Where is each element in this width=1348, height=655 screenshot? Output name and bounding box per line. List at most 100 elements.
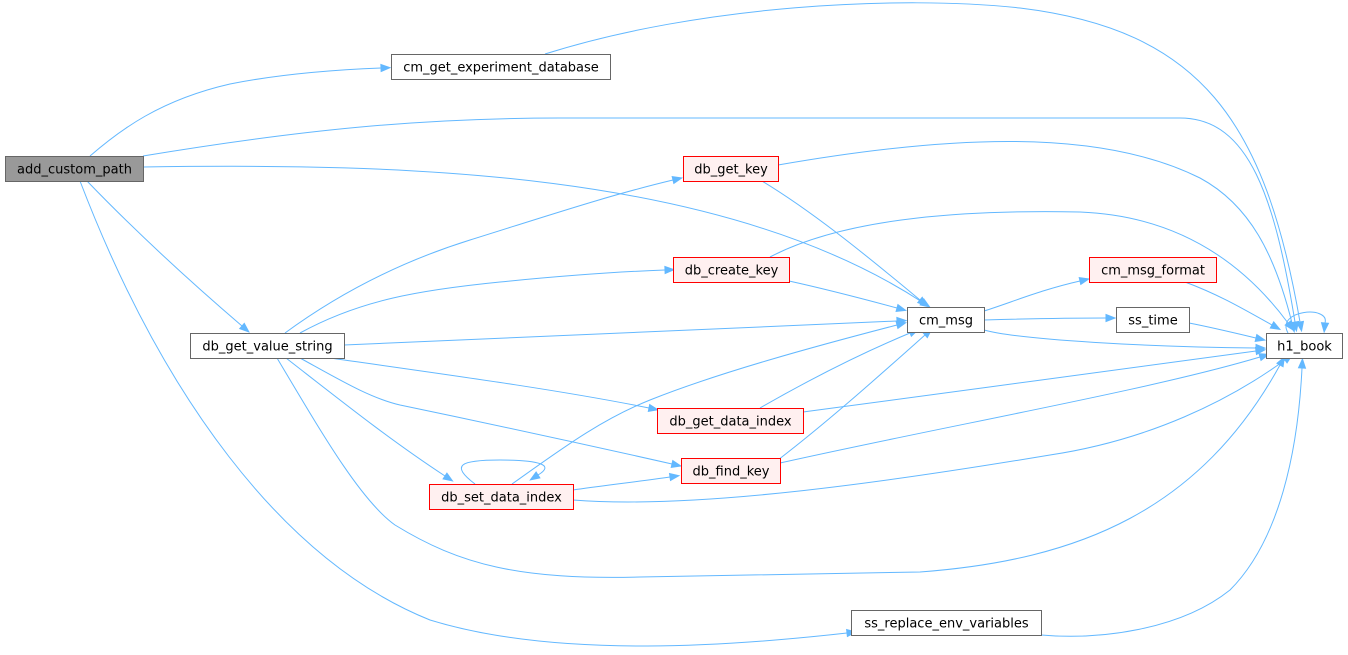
node-label: db_get_key — [694, 163, 768, 178]
node-box — [190, 333, 345, 359]
edge-cm-msg-format-to-h1-book — [1184, 281, 1282, 331]
node-db-get-value-string[interactable]: db_get_value_string — [190, 333, 345, 359]
node-add-custom-path[interactable]: add_custom_path — [5, 156, 144, 182]
node-box — [851, 610, 1042, 636]
edge-line — [779, 356, 1261, 464]
edge-db-get-value-string-to-db-set-data-index — [285, 357, 454, 482]
edge-ss-time-to-h1-book — [1188, 322, 1267, 343]
edge-line — [511, 324, 898, 485]
edge-line — [777, 334, 926, 461]
edge-line — [285, 357, 446, 477]
edge-db-find-key-to-cm-msg — [777, 328, 933, 461]
edge-arrowhead — [1320, 322, 1330, 334]
edge-arrowhead — [670, 459, 683, 469]
edge-add-custom-path-to-cm-get-experiment-database — [89, 63, 392, 157]
edge-arrowhead — [529, 471, 541, 481]
edge-arrowhead — [1254, 346, 1267, 356]
node-label: cm_msg_format — [1101, 264, 1205, 279]
edge-arrowhead — [668, 472, 681, 482]
node-box — [391, 54, 611, 80]
edge-arrowhead — [1297, 357, 1307, 369]
edge-line — [299, 357, 673, 465]
node-box — [429, 484, 574, 510]
edge-arrowhead — [238, 322, 250, 333]
edge-db-get-data-index-to-cm-msg — [759, 328, 920, 409]
edge-db-find-key-to-h1-book — [779, 353, 1270, 464]
edge-db-get-value-string-to-cm-msg — [343, 316, 908, 346]
node-db-find-key[interactable]: db_find_key — [681, 458, 781, 484]
edge-line — [1285, 311, 1326, 334]
edge-line — [142, 165, 923, 303]
edge-line — [802, 350, 1257, 413]
edge-line — [759, 332, 911, 409]
edge-line — [89, 67, 382, 157]
edge-line — [983, 280, 1081, 312]
edge-db-get-key-to-h1-book — [777, 140, 1296, 334]
edge-line — [788, 280, 898, 309]
edge-line — [1188, 322, 1257, 339]
node-db-get-data-index[interactable]: db_get_data_index — [657, 408, 804, 434]
node-box — [673, 257, 790, 283]
edge-line — [1040, 367, 1303, 637]
edge-arrowhead — [1105, 313, 1117, 323]
edge-arrowhead — [1078, 276, 1091, 286]
node-label: cm_msg — [919, 314, 973, 329]
edge-db-create-key-to-h1-book — [769, 211, 1295, 332]
edge-line — [299, 269, 666, 334]
edge-line — [142, 117, 1296, 323]
edge-line — [769, 211, 1289, 324]
node-h1-book[interactable]: h1_book — [1266, 333, 1343, 359]
node-label: db_set_data_index — [441, 491, 562, 506]
edge-arrowhead — [895, 321, 908, 330]
edge-h1-book-to-h1-book — [1285, 311, 1330, 334]
node-box — [1089, 257, 1217, 283]
node-label: add_custom_path — [17, 163, 132, 178]
node-db-get-key[interactable]: db_get_key — [683, 156, 779, 182]
edge-arrowhead — [1269, 321, 1282, 331]
edge-arrowhead — [647, 403, 660, 413]
edge-line — [276, 357, 1281, 578]
edge-db-create-key-to-cm-msg — [788, 280, 908, 312]
node-db-set-data-index[interactable]: db_set_data_index — [429, 484, 574, 510]
node-db-create-key[interactable]: db_create_key — [673, 257, 790, 283]
edge-db-get-value-string-to-db-get-key — [284, 176, 684, 334]
node-ss-time[interactable]: ss_time — [1116, 307, 1190, 333]
edge-cm-get-experiment-database-to-h1-book — [544, 2, 1305, 333]
edges-layer — [79, 2, 1330, 647]
node-box — [5, 156, 144, 182]
edge-line — [86, 180, 243, 327]
edge-line — [572, 359, 1286, 503]
edge-arrowhead — [1254, 333, 1267, 343]
node-ss-replace-env-variables[interactable]: ss_replace_env_variables — [851, 610, 1042, 636]
edge-line — [983, 329, 1257, 349]
node-label: db_get_data_index — [669, 415, 792, 430]
edge-line — [544, 2, 1301, 323]
edge-arrowhead — [671, 176, 684, 185]
edge-db-get-value-string-to-db-get-data-index — [329, 357, 660, 413]
edge-line — [79, 180, 848, 647]
node-cm-msg-format[interactable]: cm_msg_format — [1089, 257, 1217, 283]
node-label: cm_get_experiment_database — [403, 61, 599, 76]
node-label: ss_replace_env_variables — [864, 617, 1028, 632]
node-cm-get-experiment-database[interactable]: cm_get_experiment_database — [391, 54, 611, 80]
node-cm-msg[interactable]: cm_msg — [907, 307, 985, 333]
edge-arrowhead — [442, 472, 454, 482]
node-box — [907, 307, 985, 333]
edge-db-set-data-index-to-db-set-data-index — [460, 459, 546, 485]
edge-line — [329, 357, 650, 409]
edge-cm-msg-to-h1-book — [983, 329, 1267, 353]
node-box — [1266, 333, 1343, 359]
edge-arrowhead — [664, 265, 676, 275]
node-label: db_find_key — [693, 465, 770, 480]
edge-line — [343, 320, 898, 346]
node-label: ss_time — [1128, 314, 1177, 329]
node-box — [683, 156, 779, 182]
edge-arrowhead — [1284, 320, 1295, 332]
nodes-layer: add_custom_path cm_get_experiment_databas… — [5, 54, 1343, 636]
edge-db-get-data-index-to-h1-book — [802, 346, 1267, 413]
edge-line — [460, 459, 546, 485]
edge-line — [1184, 281, 1273, 326]
edge-line — [284, 179, 674, 334]
edge-db-set-data-index-to-cm-msg — [511, 321, 908, 485]
